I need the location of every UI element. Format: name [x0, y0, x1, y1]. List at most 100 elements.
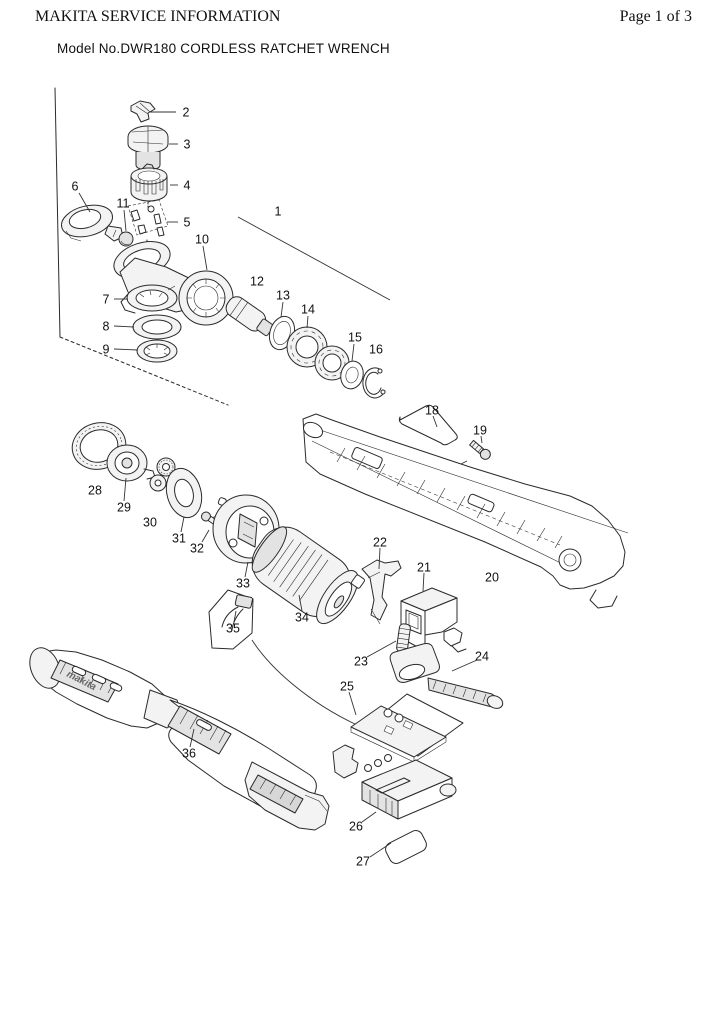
- svg-text:20: 20: [485, 571, 499, 585]
- part-callout-28: 28: [88, 484, 102, 498]
- part-25-controller: [350, 693, 464, 763]
- part-callout-5: 5: [167, 216, 191, 230]
- part-callout-25: 25: [340, 680, 357, 716]
- part-19-screw: [469, 439, 491, 460]
- part-callout-3: 3: [169, 138, 191, 152]
- part-31-flat-washer: [165, 467, 203, 519]
- part-29-carrier: [106, 444, 156, 482]
- svg-text:15: 15: [348, 331, 362, 345]
- part-22-lever: [361, 559, 402, 625]
- svg-text:16: 16: [369, 343, 383, 357]
- svg-text:9: 9: [103, 343, 110, 357]
- part-callout-9: 9: [103, 343, 139, 357]
- svg-text:8: 8: [103, 320, 110, 334]
- part-callout-8: 8: [103, 320, 135, 334]
- part-callout-35: 35: [226, 610, 240, 636]
- part-callout-30: 30: [143, 516, 157, 530]
- svg-text:23: 23: [354, 655, 368, 669]
- part-callout-23: 23: [354, 640, 397, 669]
- svg-text:1: 1: [275, 205, 282, 219]
- part-18-label: [398, 404, 458, 446]
- svg-text:14: 14: [301, 303, 315, 317]
- part-callout-4: 4: [170, 179, 191, 193]
- svg-text:26: 26: [349, 820, 363, 834]
- part-callout-29: 29: [117, 477, 131, 515]
- part-callout-24: 24: [451, 650, 489, 672]
- part-12-spindle: [225, 296, 274, 337]
- part-callout-27: 27: [356, 842, 392, 869]
- part-callout-26: 26: [349, 811, 377, 834]
- part-2-knob: [130, 100, 156, 123]
- svg-text:2: 2: [183, 106, 190, 120]
- svg-text:13: 13: [276, 289, 290, 303]
- part-callout-14: 14: [301, 303, 315, 329]
- model-title: Model No.DWR180 CORDLESS RATCHET WRENCH: [57, 41, 390, 56]
- svg-text:31: 31: [172, 532, 186, 546]
- svg-text:28: 28: [88, 484, 102, 498]
- part-4-retainer: [130, 163, 168, 202]
- part-35-lead-wires: [208, 589, 254, 650]
- part-24-slide-bar: [389, 643, 504, 709]
- svg-text:4: 4: [184, 179, 191, 193]
- part-callout-33: 33: [236, 561, 250, 591]
- part-callout-22: 22: [373, 536, 387, 570]
- svg-text:29: 29: [117, 501, 131, 515]
- svg-text:10: 10: [195, 233, 209, 247]
- part-11-ball: [118, 231, 134, 247]
- part-callout-13: 13: [276, 289, 290, 318]
- part-callout-32: 32: [190, 529, 210, 556]
- svg-text:34: 34: [295, 611, 309, 625]
- part-23-spring: [396, 623, 411, 653]
- part-callout-11: 11: [117, 197, 130, 232]
- part-callout-6: 6: [72, 180, 91, 213]
- part-14-bearing: [286, 326, 350, 381]
- part-callout-7: 7: [103, 293, 128, 307]
- part-3-cap: [127, 125, 169, 171]
- part-callout-10: 10: [195, 233, 209, 271]
- svg-text:25: 25: [340, 680, 354, 694]
- svg-text:35: 35: [226, 622, 240, 636]
- svg-text:3: 3: [184, 138, 191, 152]
- part-callout-31: 31: [172, 516, 186, 546]
- part-callout-19: 19: [473, 424, 487, 444]
- svg-text:12: 12: [250, 275, 264, 289]
- part-callout-18: 18: [425, 404, 439, 428]
- part-27-label: [385, 830, 427, 864]
- part-8-ring: [132, 314, 182, 340]
- part-20-housing: [302, 413, 629, 609]
- header-title: MAKITA SERVICE INFORMATION: [35, 8, 281, 25]
- part-6-head-clamp: [61, 204, 124, 242]
- part-9-ring: [136, 339, 178, 363]
- part-7-ring: [126, 284, 178, 312]
- svg-text:19: 19: [473, 424, 487, 438]
- part-callout-12: 12: [250, 275, 264, 289]
- part-callout-1: 1: [237, 205, 391, 301]
- part-5-small-parts: [127, 199, 169, 237]
- svg-text:7: 7: [103, 293, 110, 307]
- svg-text:6: 6: [72, 180, 79, 194]
- detail-link-line: [251, 639, 358, 726]
- part-callout-15: 15: [348, 331, 362, 362]
- part-callout-20: 20: [485, 571, 499, 585]
- svg-text:18: 18: [425, 404, 439, 418]
- part-34-motor: [251, 526, 365, 625]
- svg-text:11: 11: [117, 197, 130, 211]
- page-number: Page 1 of 3: [619, 8, 692, 25]
- part-callout-36: 36: [182, 728, 196, 761]
- svg-text:24: 24: [475, 650, 489, 664]
- svg-text:36: 36: [182, 747, 196, 761]
- svg-text:32: 32: [190, 542, 204, 556]
- part-10-head-housing: [113, 241, 234, 326]
- part-callout-2: 2: [150, 106, 190, 120]
- part-26-terminal: [332, 744, 457, 820]
- part-15-washer: [340, 360, 364, 390]
- svg-text:33: 33: [236, 577, 250, 591]
- page-header: MAKITA SERVICE INFORMATION Page 1 of 3: [35, 8, 692, 26]
- svg-text:30: 30: [143, 516, 157, 530]
- svg-text:5: 5: [184, 216, 191, 230]
- part-16-snap-ring: [362, 367, 386, 399]
- part-callout-21: 21: [417, 561, 431, 592]
- svg-text:27: 27: [356, 855, 370, 869]
